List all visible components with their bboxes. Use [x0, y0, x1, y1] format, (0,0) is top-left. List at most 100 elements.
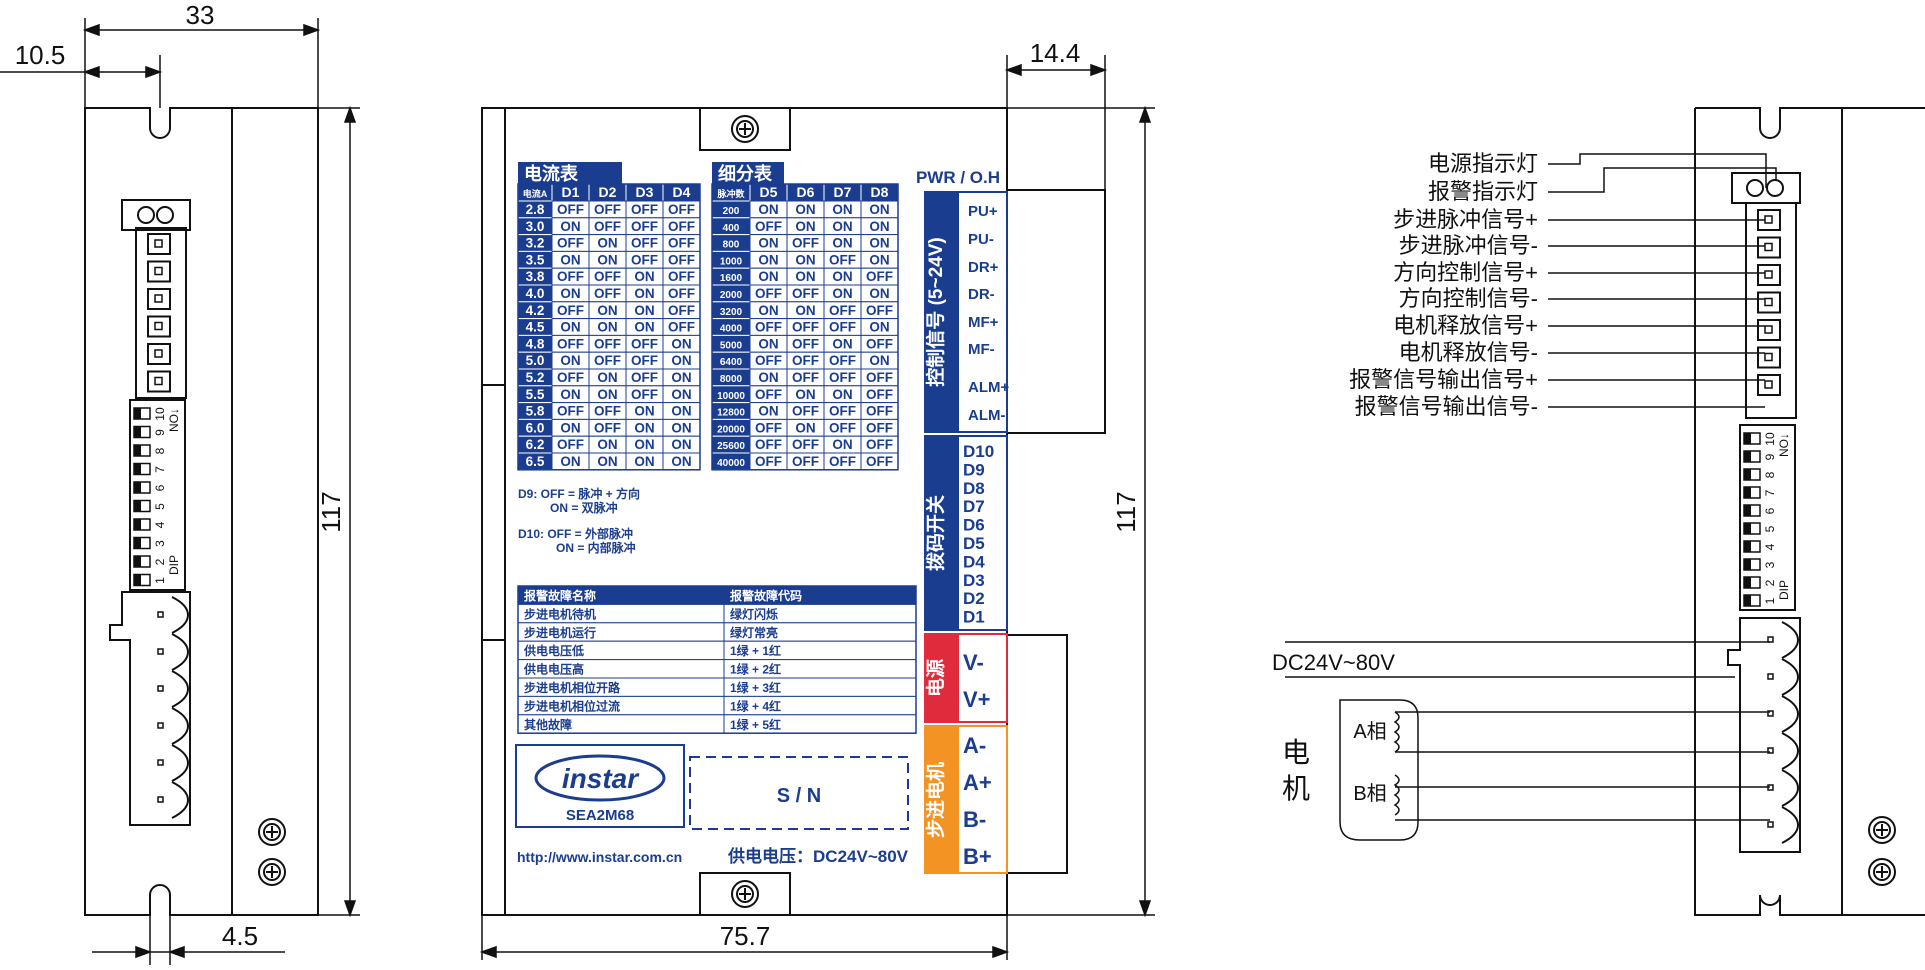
signal-label: 报警信号输出信号+: [1349, 367, 1538, 392]
motor-pin-label: A-: [963, 733, 986, 758]
micro-value: OFF: [829, 320, 856, 335]
current-value: OFF: [668, 252, 695, 267]
terminal-pin: [157, 648, 164, 655]
current-value: OFF: [631, 387, 658, 402]
micro-value: OFF: [829, 353, 856, 368]
current-value: OFF: [557, 404, 584, 419]
current-key: 3.2: [526, 236, 545, 251]
dip-pin-label: D6: [963, 516, 985, 535]
dip-number: 9: [1763, 453, 1777, 460]
current-value: ON: [560, 286, 580, 301]
power-connector-side: [1006, 634, 1068, 874]
micro-value: ON: [758, 252, 778, 267]
micro-value: OFF: [866, 370, 893, 385]
current-value: OFF: [557, 370, 584, 385]
micro-value: OFF: [755, 320, 782, 335]
micro-value: ON: [869, 236, 889, 251]
micro-value: ON: [832, 219, 852, 234]
current-value: OFF: [594, 404, 621, 419]
current-value: ON: [560, 219, 580, 234]
dip-pin-label: D5: [963, 534, 985, 553]
micro-value: OFF: [755, 387, 782, 402]
current-key: 5.2: [526, 370, 545, 385]
current-value: OFF: [557, 202, 584, 217]
dip-switch-lever: [1744, 595, 1751, 606]
terminal-slot: [1757, 319, 1781, 341]
dip-switch-lever: [134, 408, 141, 419]
micro-value: ON: [795, 269, 815, 284]
fault-code: 1绿 + 3红: [730, 680, 781, 695]
micro-header: D5: [760, 184, 778, 200]
micro-value: ON: [832, 336, 852, 351]
control-pin-label: ALM+: [968, 379, 1009, 396]
dip-pin-label: D3: [963, 571, 985, 590]
micro-key: 4000: [720, 324, 743, 335]
current-value: OFF: [557, 303, 584, 318]
website-url: http://www.instar.com.cn: [517, 849, 682, 865]
current-value: ON: [671, 370, 691, 385]
dip-pin-label: D1: [963, 608, 985, 627]
dim-side-width: 33: [186, 0, 215, 30]
signal-label: 方向控制信号-: [1399, 286, 1538, 311]
terminal-pin: [1767, 747, 1774, 754]
dip-label: DIP: [167, 555, 181, 575]
current-value: OFF: [668, 320, 695, 335]
current-value: OFF: [631, 202, 658, 217]
micro-value: ON: [795, 202, 815, 217]
micro-key: 2000: [720, 290, 743, 301]
dip-switch-lever: [134, 500, 141, 512]
micro-value: OFF: [792, 353, 819, 368]
current-key: 5.8: [526, 404, 545, 419]
micro-key: 3200: [720, 307, 743, 318]
brand-logo: instar: [562, 763, 640, 794]
current-value: OFF: [594, 269, 621, 284]
micro-value: OFF: [866, 269, 893, 284]
current-value: OFF: [631, 353, 658, 368]
led-circle: [137, 206, 155, 224]
terminal-slot: [1757, 236, 1781, 259]
dip-switch-lever: [1744, 469, 1751, 480]
terminal-slot: [147, 233, 171, 255]
terminal-pin: [157, 685, 164, 692]
current-key: 5.0: [526, 353, 545, 368]
dim-front-right: 14.4: [1030, 38, 1081, 68]
signal-leader-line: [1548, 167, 1777, 193]
fault-header: 报警故障代码: [730, 588, 802, 603]
dip-number: 4: [1763, 543, 1777, 550]
dip-number: 10: [153, 407, 167, 421]
motor-pin-label: A+: [963, 770, 992, 795]
current-key: 2.8: [526, 202, 545, 217]
dip-switch-lever: [1744, 577, 1751, 588]
terminal-pin: [157, 759, 164, 766]
power-terminal: [171, 596, 190, 634]
micro-value: ON: [869, 252, 889, 267]
micro-header: D8: [871, 184, 889, 200]
terminal-pin: [154, 294, 163, 303]
micro-value: OFF: [829, 303, 856, 318]
dip-number: 3: [153, 540, 167, 547]
current-value: ON: [634, 286, 654, 301]
current-value: OFF: [631, 336, 658, 351]
fault-code: 绿灯闪烁: [730, 606, 778, 621]
micro-value: ON: [832, 202, 852, 217]
micro-key: 25600: [717, 441, 745, 452]
power-terminal: [1781, 732, 1800, 770]
micro-value: ON: [758, 370, 778, 385]
micro-value: OFF: [866, 387, 893, 402]
dip-switch-lever: [134, 537, 141, 549]
signal-label: 方向控制信号+: [1393, 260, 1538, 285]
micro-header: D6: [797, 184, 815, 200]
current-value: ON: [597, 320, 617, 335]
current-header: D4: [673, 184, 691, 200]
current-key: 5.5: [526, 387, 545, 402]
current-value: ON: [597, 370, 617, 385]
signal-label: 电源指示灯: [1428, 151, 1538, 176]
dip-pin-label: D7: [963, 497, 985, 516]
micro-value: ON: [758, 303, 778, 318]
dip-number: 6: [153, 484, 167, 491]
micro-title: 细分表: [718, 163, 773, 184]
dip-switch-lever: [134, 482, 141, 493]
current-value: ON: [634, 420, 654, 435]
micro-value: OFF: [866, 420, 893, 435]
signal-leader-line: [1548, 153, 1767, 188]
